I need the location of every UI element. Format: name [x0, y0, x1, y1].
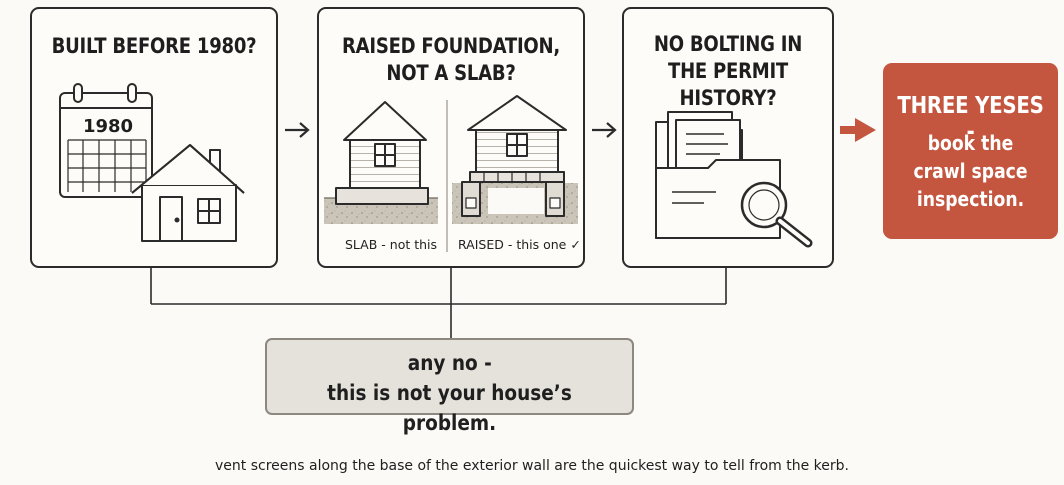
- house-icon: [131, 144, 245, 242]
- calendar-icon: [59, 83, 153, 198]
- slab-house-icon: [324, 101, 438, 224]
- fallback-line2: this is not your house’s problem.: [327, 381, 572, 435]
- raised-caption: RAISED - this one ✓: [458, 237, 581, 252]
- slab-caption: SLAB - not this: [345, 237, 438, 252]
- fallback-connector: [150, 268, 727, 338]
- step-title: NO BOLTING IN THE PERMIT HISTORY?: [653, 32, 803, 110]
- step-title: BUILT BEFORE 1980?: [51, 34, 257, 58]
- arrow-right-icon: [285, 122, 617, 138]
- calendar-year: 1980: [83, 116, 133, 137]
- result-text: book the crawl space inspection.: [913, 131, 1028, 211]
- fallback-box: any no - this is not your house’s problem…: [265, 338, 634, 435]
- footnote: vent screens along the base of the exter…: [215, 458, 849, 474]
- result-box: THREE YESES - book the crawl space inspe…: [883, 63, 1058, 239]
- raised-house-icon: [452, 95, 578, 224]
- step-title: RAISED FOUNDATION, NOT A SLAB?: [341, 34, 560, 85]
- magnifier-icon: [740, 181, 813, 248]
- arrow-right-icon: [840, 118, 876, 142]
- result-headline: THREE YESES -: [897, 93, 1044, 145]
- fallback-line1: any no -: [407, 351, 492, 375]
